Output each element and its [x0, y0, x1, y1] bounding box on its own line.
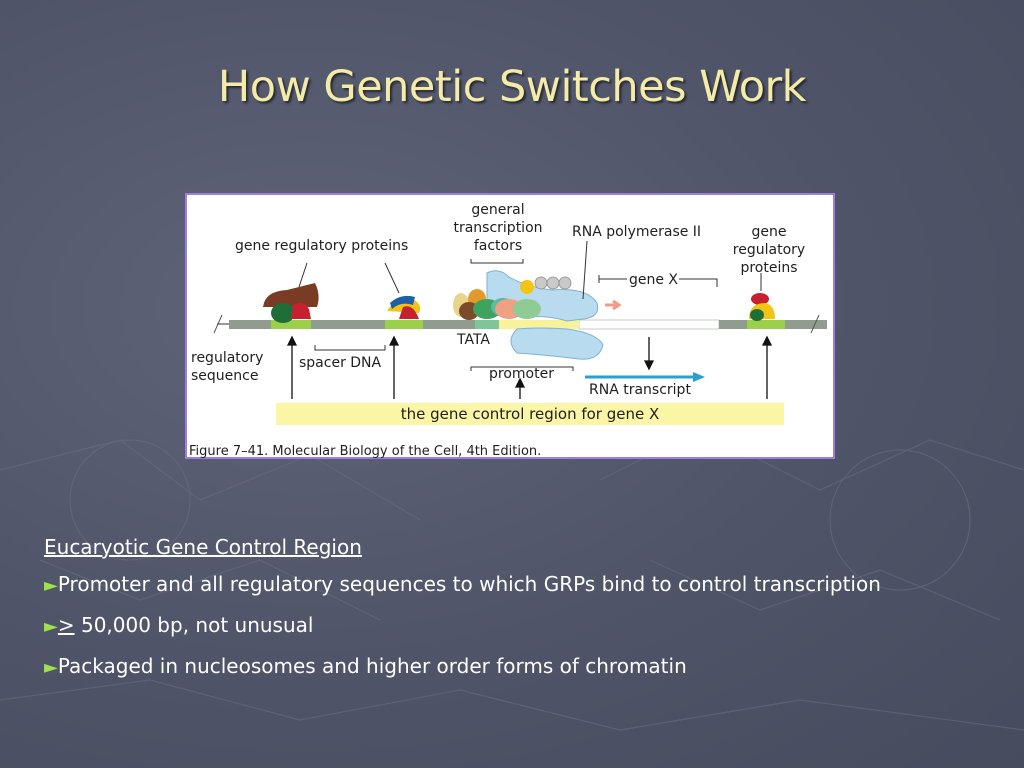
label-factors: factors — [474, 238, 522, 254]
tata-box — [475, 320, 499, 329]
promoter-bracket — [470, 366, 574, 371]
regulatory-protein-green — [271, 303, 295, 323]
tf-yellow — [520, 280, 534, 294]
regulatory-site-1 — [271, 320, 311, 329]
tf-gray-3 — [558, 276, 572, 290]
gene-x-bracket — [598, 275, 718, 287]
slide-title: How Genetic Switches Work — [217, 62, 807, 112]
regulatory-site-3 — [747, 320, 785, 329]
bullet-text-3: Packaged in nucleosomes and higher order… — [57, 654, 687, 678]
control-region-bar — [276, 403, 784, 425]
label-gene-x: gene X — [629, 272, 678, 288]
right-protein-red — [751, 293, 769, 305]
regulatory-protein-brown — [263, 283, 319, 307]
label-regulatory-seq-2: sequence — [191, 368, 258, 384]
label-promoter: promoter — [489, 366, 554, 382]
section-heading: Eucaryotic Gene Control Region — [44, 535, 362, 559]
pointer-mid-protein — [384, 262, 400, 294]
label-spacer-dna: spacer DNA — [299, 355, 382, 371]
regulatory-site-2 — [385, 320, 423, 329]
label-rna-polymerase: RNA polymerase II — [572, 224, 701, 240]
bullet-item-1: ►Promoter and all regulatory sequences t… — [44, 572, 1019, 596]
bullet-arrow-icon: ► — [44, 616, 58, 637]
tf-gray-2 — [546, 276, 560, 290]
rna-polymerase-lower — [510, 327, 604, 360]
figure-caption: Figure 7–41. Molecular Biology of the Ce… — [189, 444, 541, 459]
label-regulatory-seq-1: regulatory — [191, 350, 263, 366]
figure-drawing: the gene control region for gene X — [189, 202, 827, 459]
tf-gray-1 — [534, 276, 548, 290]
bullet-arrow-icon: ► — [44, 575, 58, 596]
gene-control-figure: the gene control region for gene X — [185, 193, 835, 459]
regulatory-protein-red — [291, 302, 311, 319]
label-regulatory: regulatory — [733, 242, 805, 258]
tf-light-green — [513, 299, 541, 319]
pointer-left-protein — [298, 262, 308, 288]
label-proteins: proteins — [740, 260, 797, 276]
slide-content: Eucaryotic Gene Control Region ►Promoter… — [44, 535, 1019, 695]
pink-start-arrow — [605, 299, 622, 311]
label-transcription: transcription — [453, 220, 542, 236]
gtf-bracket — [470, 259, 524, 264]
label-general: general — [471, 202, 524, 218]
gene-start — [499, 320, 579, 329]
bullet-text-1: Promoter and all regulatory sequences to… — [57, 572, 881, 596]
bullet-item-3: ►Packaged in nucleosomes and higher orde… — [44, 654, 1019, 678]
right-protein-green — [750, 309, 764, 321]
label-gene-regulatory-proteins: gene regulatory proteins — [235, 238, 408, 254]
spacer-bracket — [314, 345, 386, 351]
regulatory-protein-blue — [390, 295, 415, 309]
bullet-item-2: ►> 50,000 bp, not unusual — [44, 613, 1019, 637]
label-gene: gene — [752, 224, 787, 240]
control-region-label: the gene control region for gene X — [401, 405, 660, 423]
dna-segment-b — [578, 319, 720, 330]
bullet-arrow-icon: ► — [44, 657, 58, 678]
rna-transcript-head — [693, 372, 705, 382]
pointer-rna-pol — [582, 240, 588, 300]
greater-equal-symbol: > — [57, 613, 75, 637]
bullet-text-2: 50,000 bp, not unusual — [74, 613, 314, 637]
regulatory-protein-red-2 — [399, 306, 419, 319]
label-tata: TATA — [456, 332, 490, 348]
label-rna-transcript: RNA transcript — [589, 382, 691, 398]
